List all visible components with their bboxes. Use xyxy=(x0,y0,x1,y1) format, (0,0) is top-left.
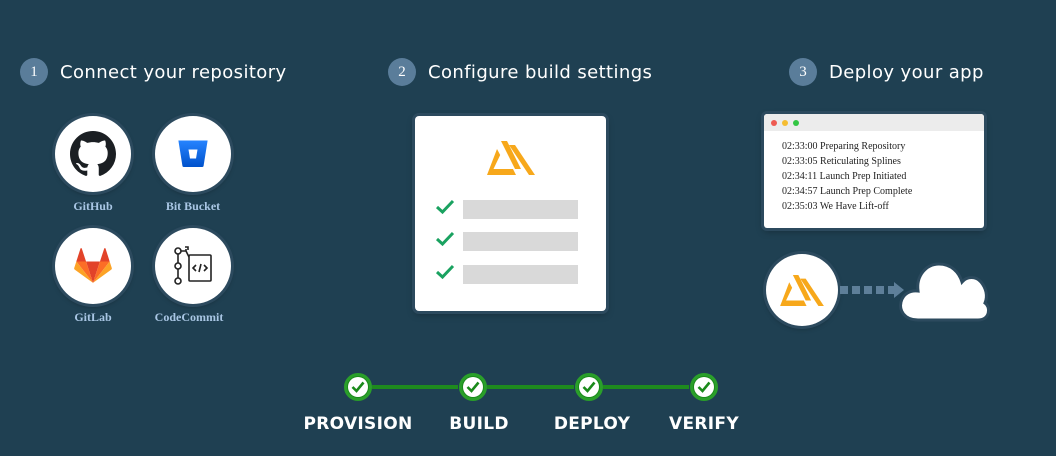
deploy-arrow-icon xyxy=(840,282,904,298)
pipeline-node-build xyxy=(459,373,487,401)
checkmark-icon xyxy=(435,231,455,252)
repo-label-github: GitHub xyxy=(73,199,113,213)
bitbucket-icon xyxy=(178,140,208,167)
checkmark-icon xyxy=(435,199,455,220)
amplify-logo-icon xyxy=(780,274,824,306)
log-line: 02:34:57 Launch Prep Complete xyxy=(782,186,913,197)
log-line: 02:33:00 Preparing Repository xyxy=(782,141,906,152)
pipeline-node-provision xyxy=(344,373,372,401)
checklist-item xyxy=(435,231,578,252)
checklist-item xyxy=(435,199,578,220)
log-line: 02:33:05 Reticulating Splines xyxy=(782,156,901,167)
pipeline-node-verify xyxy=(690,373,718,401)
check-icon xyxy=(697,381,711,393)
placeholder-bar xyxy=(463,232,578,251)
gitlab-icon xyxy=(74,248,112,283)
check-icon xyxy=(466,381,480,393)
pipeline-label-build: BUILD xyxy=(449,414,509,434)
log-line: 02:35:03 We Have Lift-off xyxy=(782,201,889,212)
step-number-badge: 2 xyxy=(388,58,416,86)
check-icon xyxy=(582,381,596,393)
close-dot-icon xyxy=(771,119,777,126)
maximize-dot-icon xyxy=(793,119,799,126)
window-titlebar xyxy=(764,114,984,131)
deploy-log-window: 02:33:00 Preparing Repository 02:33:05 R… xyxy=(764,114,984,228)
pipeline-connector xyxy=(487,385,574,389)
checkmark-icon xyxy=(435,264,455,285)
placeholder-bar xyxy=(463,265,578,284)
check-icon xyxy=(351,381,365,393)
repo-label-bitbucket: Bit Bucket xyxy=(165,199,221,213)
step-2-header: 2 Configure build settings xyxy=(388,58,652,86)
pipeline-connector xyxy=(603,385,689,389)
repo-label-codecommit: CodeCommit xyxy=(154,310,224,324)
checklist-item xyxy=(435,264,578,285)
amplify-circle xyxy=(766,254,838,326)
github-icon xyxy=(70,131,116,176)
step-title: Connect your repository xyxy=(60,61,287,83)
pipeline-label-deploy: DEPLOY xyxy=(553,414,631,434)
pipeline-label-verify: VERIFY xyxy=(669,414,739,434)
log-output: 02:33:00 Preparing Repository 02:33:05 R… xyxy=(764,131,984,214)
step-title: Configure build settings xyxy=(428,61,653,83)
repo-label-gitlab: GitLab xyxy=(74,310,112,324)
amplify-logo-icon xyxy=(487,141,535,175)
repo-gitlab[interactable] xyxy=(55,228,131,304)
placeholder-bar xyxy=(463,200,578,219)
repo-github[interactable] xyxy=(55,116,131,192)
step-number-badge: 1 xyxy=(20,58,48,86)
minimize-dot-icon xyxy=(782,119,788,126)
step-1-header: 1 Connect your repository xyxy=(20,58,287,86)
pipeline-node-deploy xyxy=(575,373,603,401)
repo-bitbucket[interactable] xyxy=(155,116,231,192)
step-number-badge: 3 xyxy=(789,58,817,86)
step-title: Deploy your app xyxy=(829,61,984,83)
repo-codecommit[interactable] xyxy=(155,228,231,304)
cloud-icon xyxy=(899,262,991,322)
step-3-header: 3 Deploy your app xyxy=(789,58,984,86)
pipeline-label-provision: PROVISION xyxy=(303,414,413,434)
codecommit-icon xyxy=(174,246,212,285)
pipeline-connector xyxy=(372,385,458,389)
log-line: 02:34:11 Launch Prep Initiated xyxy=(782,171,907,182)
build-settings-card xyxy=(415,116,606,311)
